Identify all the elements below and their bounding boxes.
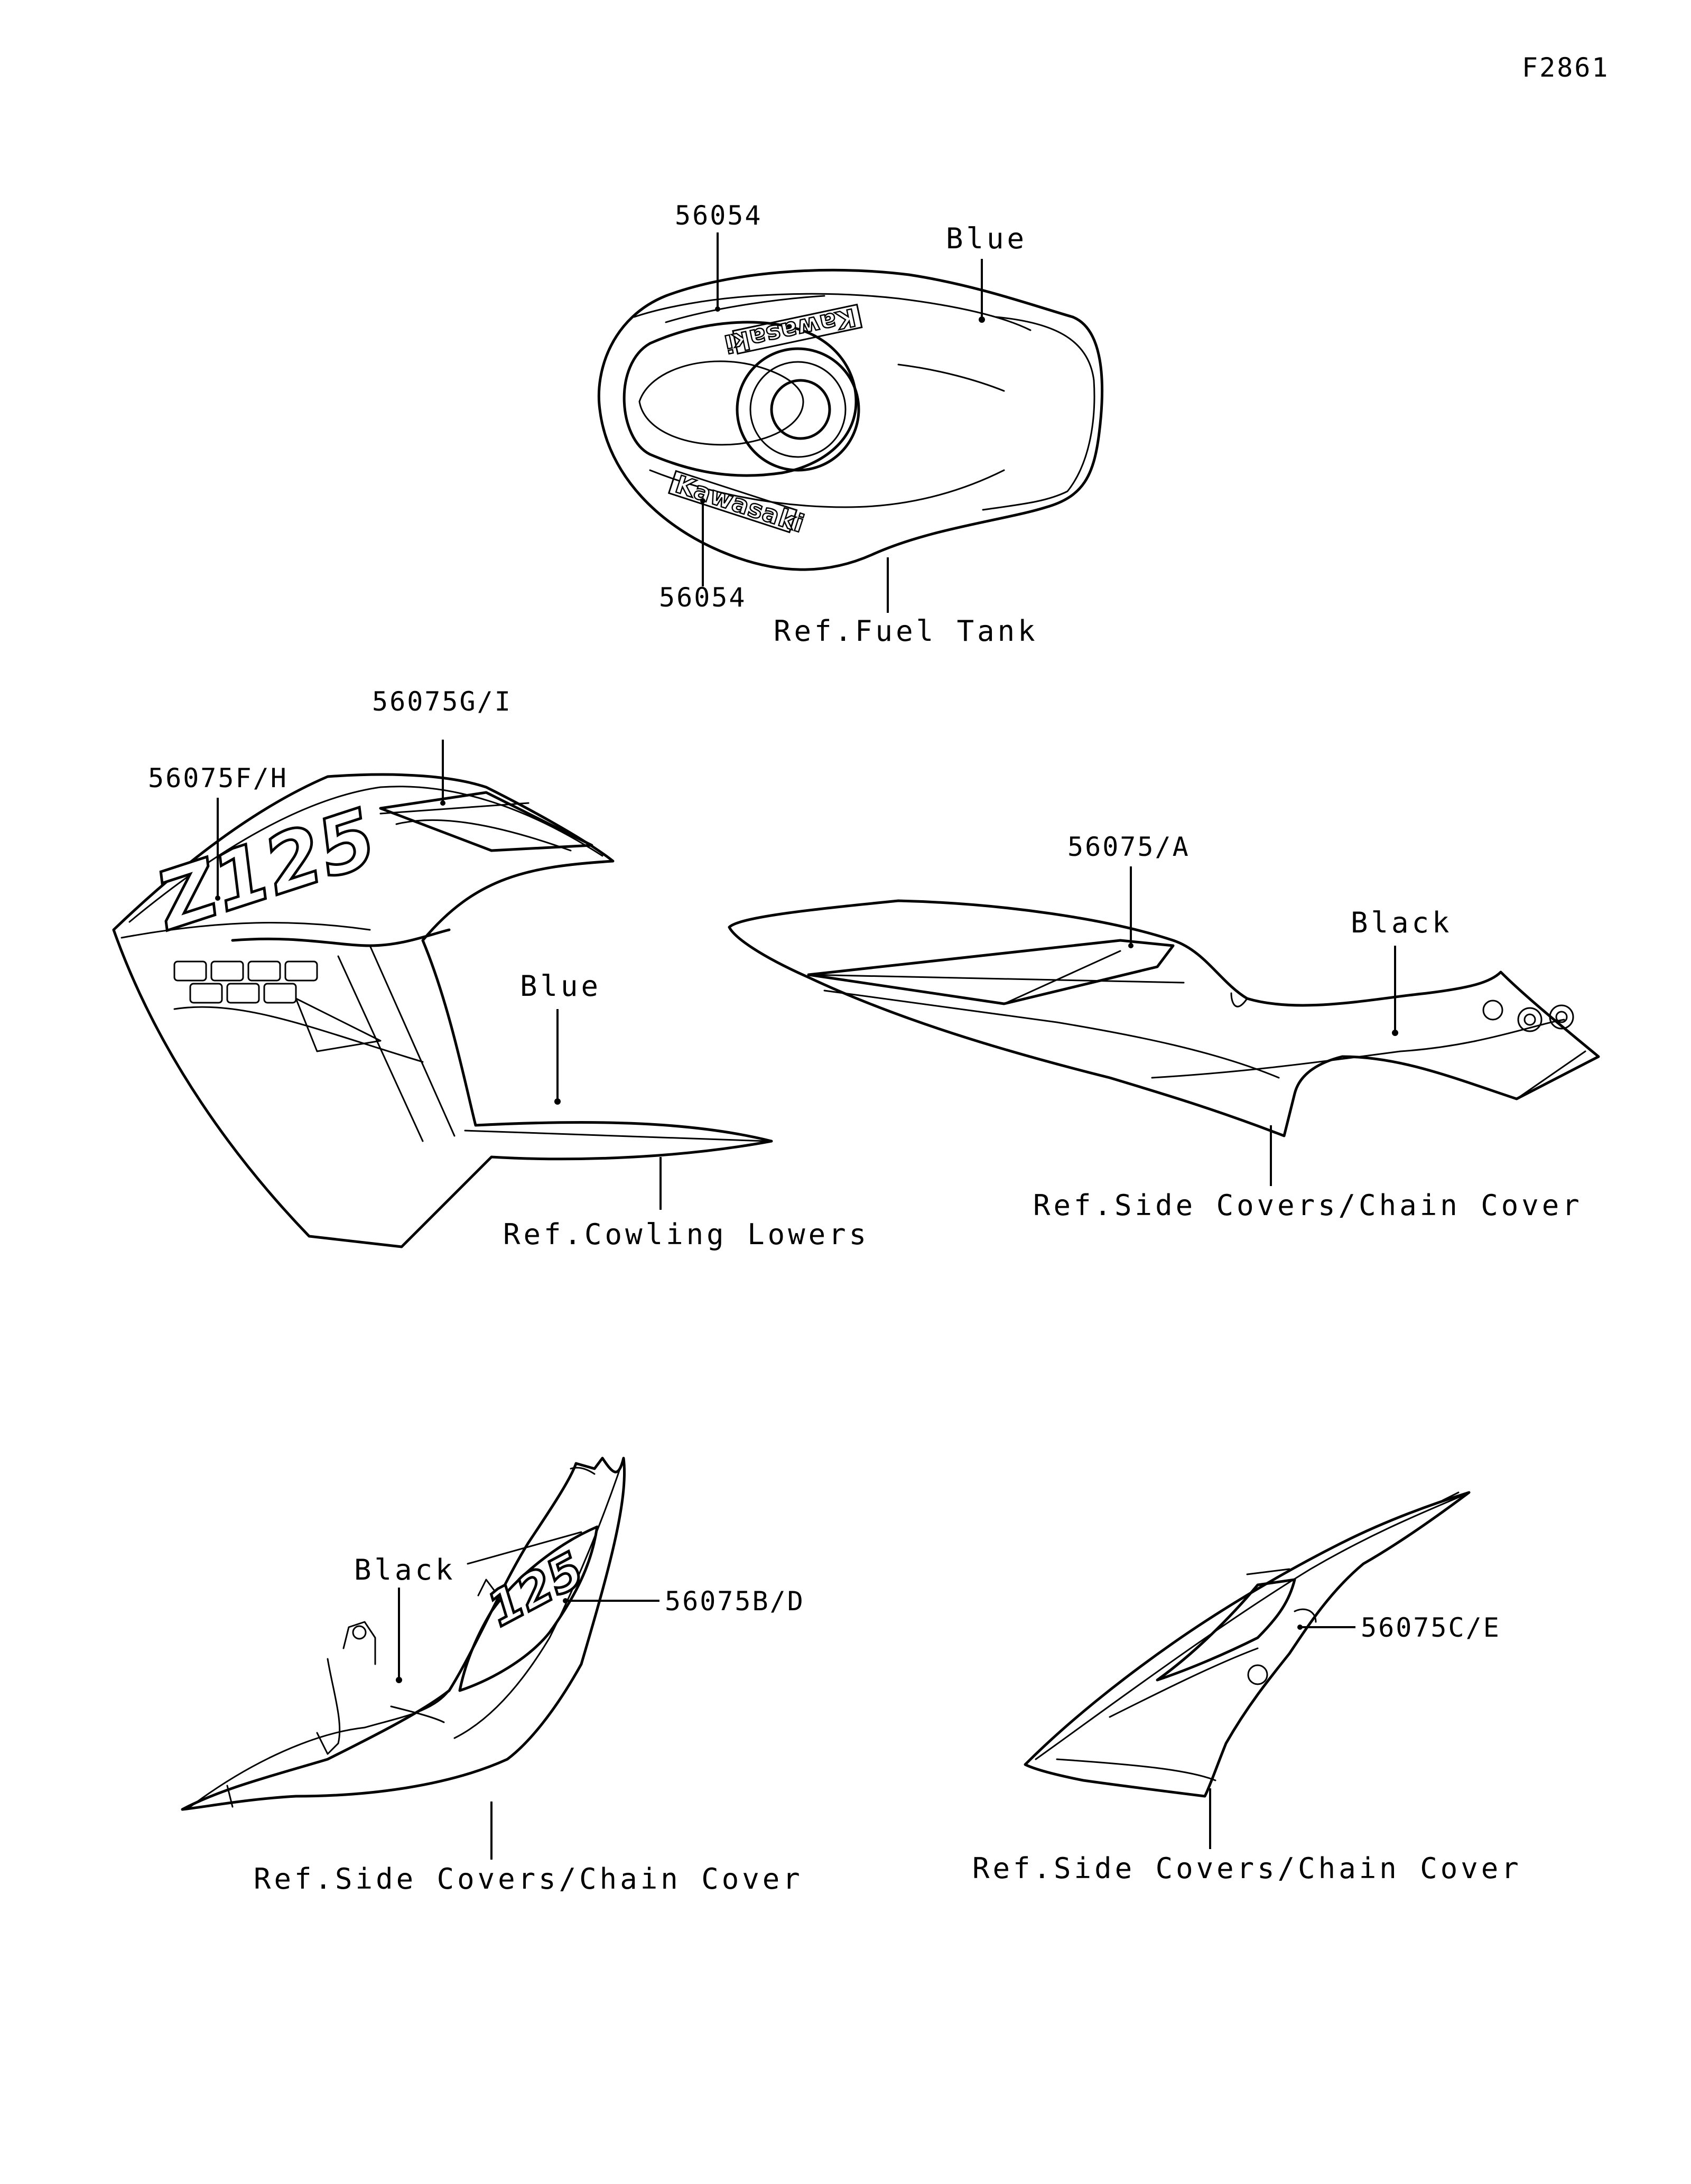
mount-hole-3 xyxy=(1549,1004,1574,1030)
side-cover-left-top-tab xyxy=(570,1467,596,1475)
fuel-tank-recess-inner xyxy=(638,360,804,446)
ref-fuel-tank-label: Ref.Fuel Tank xyxy=(774,614,1038,648)
side-cover-left-front-edge xyxy=(453,1457,625,1739)
callout-56075fh: 56075F/H xyxy=(148,763,288,794)
cowling-vent-line xyxy=(173,1006,424,1063)
fuel-tank-color-label: Blue xyxy=(946,222,1027,255)
cowling-group: Z125 56075G/I 56075F/H Blue Ref.Cowling … xyxy=(112,686,869,1251)
figure-id: F2861 xyxy=(1522,52,1610,83)
callout-56054-top: 56054 xyxy=(675,200,763,231)
fuel-tank-rear-edge xyxy=(982,316,1095,511)
ref-cowling-label: Ref.Cowling Lowers xyxy=(503,1218,869,1251)
side-cover-left-outline xyxy=(181,1457,626,1811)
cowling-bottom-edge xyxy=(464,1130,767,1142)
callout-56075fh-dot xyxy=(215,895,220,901)
mount-hole-1 xyxy=(1482,1000,1503,1021)
side-cover-right-hole xyxy=(1247,1664,1268,1685)
z125-logo-text: Z125 xyxy=(145,791,387,948)
side-cover-left-inner-rib xyxy=(327,1658,341,1744)
kawasaki-logo-bottom-text: Kawasaki xyxy=(672,470,808,538)
side-cover-top-notch xyxy=(1230,992,1248,1007)
cowling-stripe-top xyxy=(379,802,529,815)
side-cover-left-tab xyxy=(316,1732,339,1755)
side-cover-right-outline xyxy=(1024,1491,1471,1798)
side-cover-right-stripe-2 xyxy=(1056,1758,1216,1781)
callout-56075bd: 56075B/D xyxy=(665,1586,805,1617)
black-label-dot xyxy=(1392,1030,1398,1036)
callout-56075a-dot xyxy=(1128,943,1133,948)
side-cover-top-tail-edge xyxy=(1516,1050,1586,1100)
side-cover-left-decal-top xyxy=(467,1531,582,1565)
fuel-cap-center xyxy=(770,379,831,440)
cowling-color-label: Blue xyxy=(520,969,601,1003)
side-cover-top-crease xyxy=(1151,1019,1565,1079)
side-cover-top-decal-edge xyxy=(1003,950,1121,1005)
side-cover-left-color-label: Black xyxy=(354,1553,456,1586)
fuel-tank-stripe-top xyxy=(665,295,825,323)
cowling-blue-dot xyxy=(554,1098,561,1105)
fuel-cap-outer xyxy=(736,347,860,472)
side-cover-right-group: 56075C/E Ref.Side Covers/Chain Cover xyxy=(972,1491,1522,1885)
cowling-top-edge xyxy=(128,786,603,923)
cowling-decal-upper xyxy=(379,791,593,852)
side-cover-right-inner-edge xyxy=(1035,1494,1465,1760)
side-cover-left-notch xyxy=(477,1579,495,1597)
ref-side-cover-left-label: Ref.Side Covers/Chain Cover xyxy=(254,1862,803,1896)
mount-hole-2-inner xyxy=(1523,1013,1536,1026)
side-cover-left-black-dot xyxy=(396,1677,402,1683)
fuel-cap-ring xyxy=(749,361,847,458)
fuel-tank-stripe-bottom xyxy=(649,469,1005,508)
cowling-vent-grid xyxy=(173,960,318,1004)
fuel-tank-outline xyxy=(597,268,1104,571)
callout-56054-top-dot xyxy=(715,306,720,312)
side-cover-left-bracket xyxy=(342,1621,376,1665)
cowling-crease-a xyxy=(369,945,456,1137)
side-cover-top-group: 56075/A Black Ref.Side Covers/Chain Cove… xyxy=(728,832,1600,1222)
callout-56075a: 56075/A xyxy=(1067,832,1190,862)
side-cover-top-lower-line xyxy=(823,990,1280,1079)
ref-side-cover-right-label: Ref.Side Covers/Chain Cover xyxy=(972,1852,1522,1885)
side-cover-left-group: 125 56075B/D Black Ref.Side Covers/Chain… xyxy=(181,1457,805,1896)
side-cover-right-tab xyxy=(1294,1608,1317,1623)
cowling-vent-tri xyxy=(295,997,382,1052)
fuel-tank-recess xyxy=(622,321,858,477)
side-cover-top-decal xyxy=(807,939,1175,1005)
callout-56075bd-dot xyxy=(563,1598,568,1603)
mount-hole-2 xyxy=(1517,1007,1543,1032)
fuel-tank-group: Kawasaki Kawasaki 56054 56054 Blue Ref.F… xyxy=(597,200,1104,648)
cowling-lower-edge xyxy=(120,922,371,939)
side-cover-right-decal xyxy=(1156,1578,1296,1682)
side-cover-top-outline xyxy=(728,899,1600,1137)
side-cover-top-color-label: Black xyxy=(1351,906,1453,939)
callout-56054-bottom: 56054 xyxy=(659,582,747,613)
side-cover-right-decal-top xyxy=(1246,1568,1290,1575)
side-cover-right-stripe-1 xyxy=(1109,1647,1259,1718)
fuel-tank-inner-edge xyxy=(633,293,1032,331)
cowling-panel-line xyxy=(231,928,451,947)
cowling-outline xyxy=(112,773,773,1248)
side-cover-left-lower-edge xyxy=(189,1690,450,1808)
side-cover-left-tab-2 xyxy=(226,1785,234,1808)
side-cover-top-seat-line xyxy=(807,974,1185,984)
callout-56075ce-dot xyxy=(1297,1625,1303,1630)
z125-decal: Z125 xyxy=(143,790,388,950)
blue-label-dot xyxy=(979,316,985,323)
side-cover-left-bracket-hole xyxy=(352,1625,367,1640)
side-cover-left-decal xyxy=(458,1525,599,1692)
mount-hole-3-inner xyxy=(1555,1011,1568,1023)
callout-56075ce: 56075C/E xyxy=(1361,1612,1501,1643)
fuel-tank-stripe-mid xyxy=(897,363,1005,392)
callout-56075gi-dot xyxy=(440,800,445,806)
callout-56054-bottom-dot xyxy=(700,498,705,503)
callout-56075gi: 56075G/I xyxy=(372,686,512,717)
side-cover-left-inner-line xyxy=(390,1705,445,1723)
side-cover-right-tip xyxy=(1442,1491,1460,1501)
ref-side-cover-top-label: Ref.Side Covers/Chain Cover xyxy=(1033,1189,1583,1222)
